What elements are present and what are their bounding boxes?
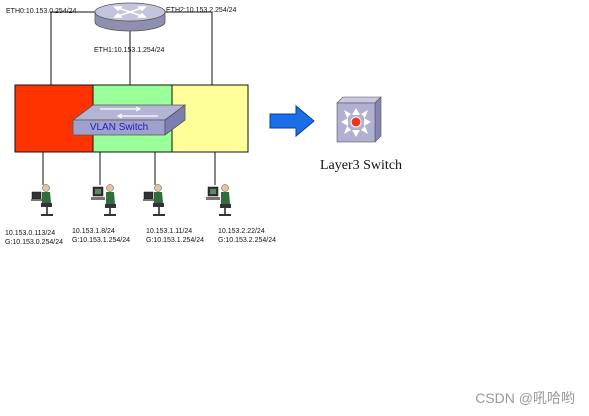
router-icon [94, 2, 166, 32]
host-label-2: 10.153.1.11/24 G:10.153.1.254/24 [146, 227, 204, 245]
link-eth0 [50, 11, 95, 85]
router-eth0-label: ETH0:10.153.0.254/24 [6, 8, 77, 15]
host-user-laptop-icon-2 [143, 184, 165, 216]
host-gateway: G:10.153.1.254/24 [72, 237, 130, 244]
layer3-switch-label: Layer3 Switch [320, 158, 403, 173]
host-ip: 10.153.0.113/24 [5, 230, 56, 237]
link-eth2 [155, 11, 213, 85]
host-gateway: G:10.153.1.254/24 [146, 237, 204, 244]
right-arrow-icon [269, 104, 315, 138]
host-user-laptop-icon-0 [31, 184, 53, 216]
watermark-text: CSDN @吼哈哟 [475, 390, 575, 406]
host-ip: 10.153.1.11/24 [146, 228, 193, 235]
vlan-switch-label: VLAN Switch [90, 122, 148, 133]
host-user-desktop-icon-1 [91, 184, 116, 216]
host-user-desktop-icon-3 [206, 184, 231, 216]
router-eth1-label: ETH1:10.153.1.254/24 [94, 47, 165, 54]
host-label-0: 10.153.0.113/24 G:10.153.0.254/24 [5, 229, 63, 247]
host-links [42, 152, 216, 185]
host-gateway: G:10.153.0.254/24 [5, 239, 63, 246]
host-ip: 10.153.2.22/24 [218, 228, 265, 235]
host-label-1: 10.153.1.8/24 G:10.153.1.254/24 [72, 227, 130, 245]
router-links [50, 11, 213, 85]
host-label-3: 10.153.2.22/24 G:10.153.2.254/24 [218, 227, 276, 245]
layer3-switch-icon [336, 96, 382, 143]
vlan-switch-icon: VLAN Switch [71, 104, 187, 136]
host-ip: 10.153.1.8/24 [72, 228, 115, 235]
host-gateway: G:10.153.2.254/24 [218, 237, 276, 244]
router-eth2-label: ETH2:10.153.2.254/24 [166, 7, 237, 14]
